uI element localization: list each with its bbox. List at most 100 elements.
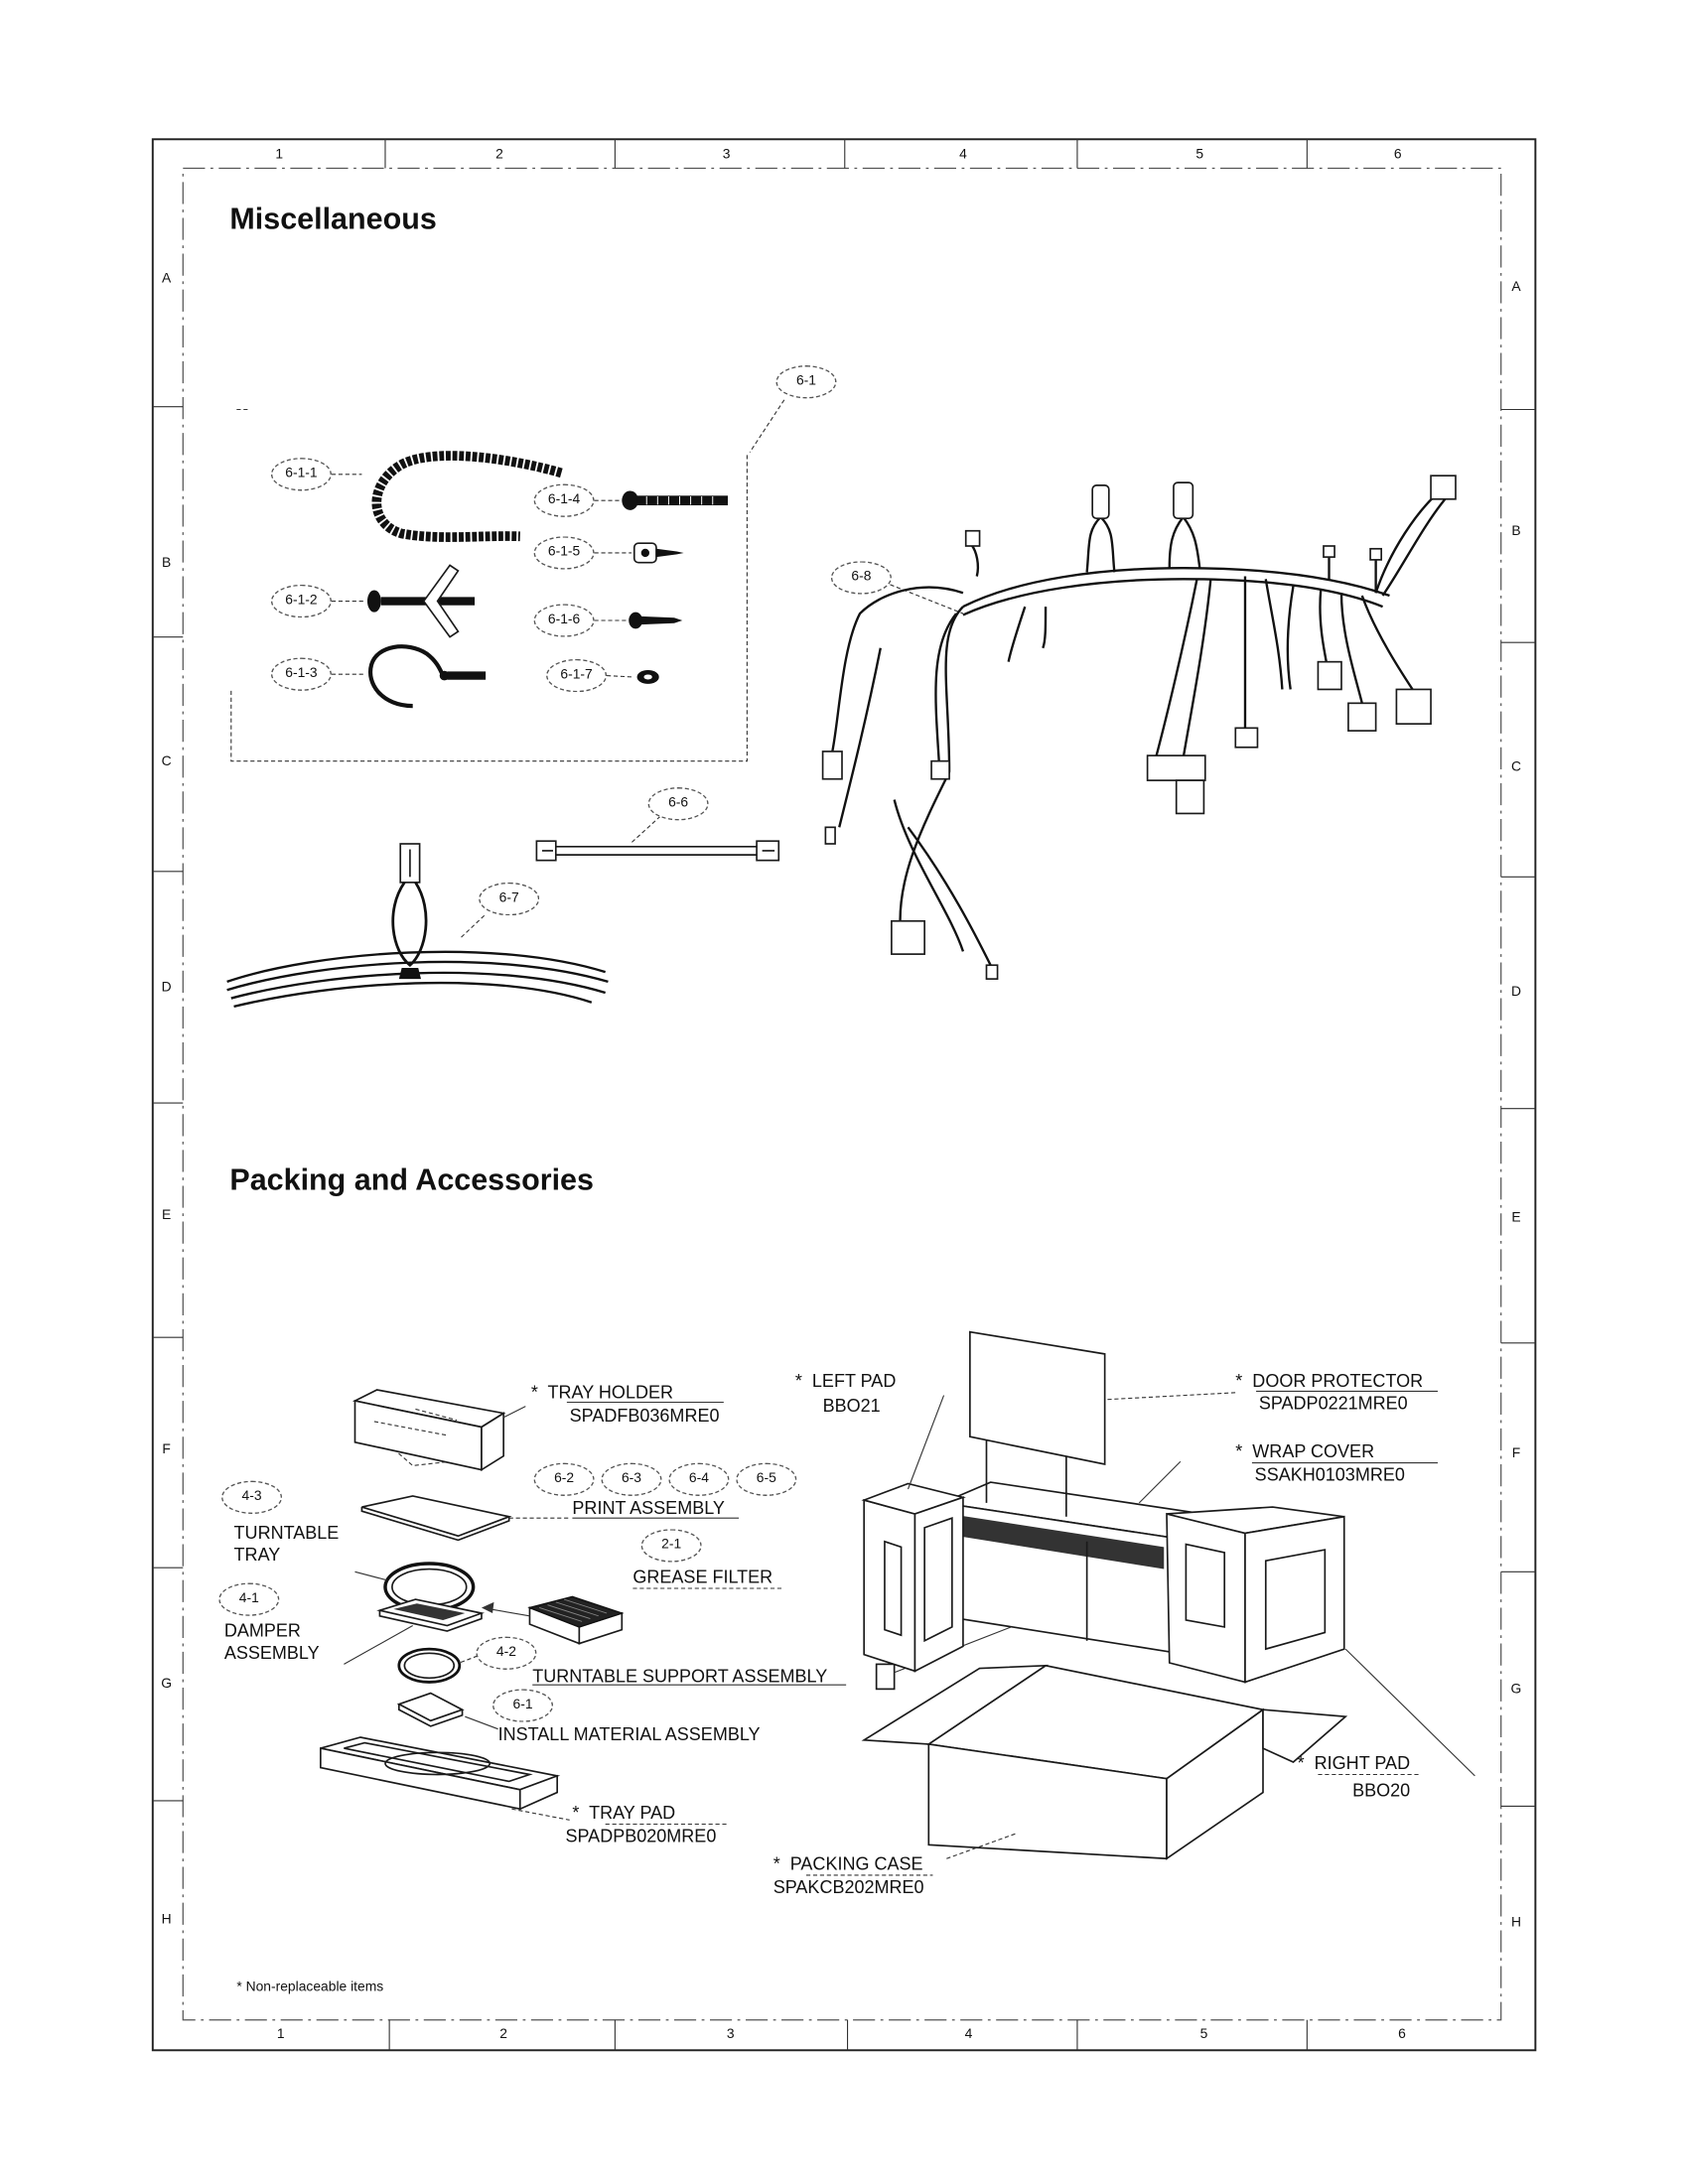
- grid-row-d-right: D: [1510, 984, 1521, 1000]
- door-protector-label: * DOOR PROTECTOR: [1235, 1370, 1424, 1392]
- right-pad-part-number: BBO20: [1352, 1780, 1411, 1801]
- part-6-8-wire-harness-shape-14: [1395, 688, 1432, 726]
- grid-col-1-top: 1: [275, 147, 284, 163]
- callout-6-2: 6-2: [533, 1462, 595, 1496]
- grid-col-3-bottom: 3: [726, 2026, 735, 2042]
- tray-pad-drawing: [320, 1736, 727, 1826]
- part-6-1-1-cable-tie: [331, 451, 563, 542]
- part-6-8-wire-harness-shape-37: [891, 919, 925, 955]
- callout-6-1-1: 6-1-1: [270, 458, 332, 491]
- turntable-tray-label-line1: TURNTABLE: [233, 1522, 340, 1544]
- damper-assembly-label-line2: ASSEMBLY: [223, 1642, 320, 1664]
- tray-holder-drawing: [351, 1389, 724, 1472]
- turntable-support-drawing-shape-5: [875, 1663, 896, 1691]
- door-protector-drawing: [969, 1330, 1438, 1517]
- turntable-support-drawing-shape-3: [459, 1655, 479, 1664]
- grease-filter-drawing-shape-6: [481, 1601, 494, 1614]
- wrap-cover-oven-drawing-shape-4: [949, 1514, 1165, 1570]
- part-6-8-wire-harness-shape-5: [934, 613, 957, 772]
- part-6-8-wire-harness-shape-26: [1175, 779, 1205, 815]
- install-material-drawing-shape-3: [465, 1715, 498, 1730]
- part-6-8-wire-harness-shape-39: [985, 964, 999, 980]
- wrap-cover-part-number: SSAKH0103MRE0: [1254, 1464, 1405, 1485]
- part-6-8-wire-harness-shape-3: [962, 578, 1383, 616]
- damper-assembly-drawing-shape-3: [393, 1603, 466, 1620]
- grid-col-1-bottom: 1: [276, 2026, 285, 2042]
- packing-case-drawing-shape-4: [861, 1664, 1049, 1745]
- packing-case-drawing-shape-5: [1262, 1708, 1348, 1763]
- part-6-8-wire-harness-shape-29: [1369, 547, 1382, 561]
- callout-6-8: 6-8: [830, 561, 892, 595]
- part-6-8-wire-harness-shape-33: [964, 529, 981, 547]
- turntable-tray-drawing-shape-3: [354, 1570, 387, 1581]
- grease-filter-drawing: [481, 1587, 782, 1645]
- part-6-8-wire-harness-shape-6: [1085, 515, 1116, 573]
- part-6-8-wire-harness-shape-30: [831, 586, 964, 752]
- callout-6-3: 6-3: [601, 1462, 662, 1496]
- right-pad-drawing: [1166, 1506, 1475, 1777]
- right-pad-drawing-shape-3: [1244, 1515, 1345, 1684]
- callout-6-1: 6-1: [775, 365, 837, 399]
- part-6-1-4-screw-shape-2: [622, 490, 638, 510]
- callout-6-1-3: 6-1-3: [270, 657, 332, 691]
- part-6-8-wire-harness-shape-12: [1430, 475, 1457, 500]
- grid-row-e-right: E: [1511, 1210, 1521, 1226]
- grid-col-3-top: 3: [722, 147, 731, 163]
- part-6-8-wire-harness-shape-38: [907, 826, 992, 966]
- part-6-1-5-anchor: [594, 542, 684, 564]
- callout-6-5: 6-5: [736, 1462, 797, 1496]
- part-6-1-3-hook: [331, 644, 487, 709]
- part-6-8-wire-harness-shape-20: [1264, 579, 1284, 690]
- turntable-support-drawing-shape-1: [397, 1647, 462, 1684]
- part-6-1-5-anchor-shape-4: [655, 548, 684, 558]
- tray-holder-part-number: SPADFB036MRE0: [569, 1405, 720, 1427]
- part-6-1-6-screw-shape-3: [640, 615, 683, 625]
- tray-pad-drawing-shape-4: [344, 1741, 533, 1783]
- callout-6-1-5: 6-1-5: [533, 536, 595, 570]
- grid-row-b-right: B: [1511, 523, 1521, 540]
- grease-filter-label: GREASE FILTER: [632, 1566, 773, 1587]
- drawing-frame-shape-1: [151, 138, 1537, 2052]
- left-pad-drawing-shape-1: [863, 1499, 916, 1673]
- left-pad-label: * LEFT PAD: [794, 1370, 897, 1392]
- damper-assembly-drawing-shape-2: [378, 1610, 483, 1632]
- grid-row-f-left: F: [162, 1441, 171, 1458]
- packing-case-drawing-shape-6: [946, 1833, 1016, 1859]
- part-6-8-wire-harness-shape-28: [1323, 545, 1335, 558]
- hardware-kit-dashed-box-shape-1: [230, 408, 748, 762]
- part-6-7-ground-wires-shape-2: [226, 950, 607, 984]
- part-6-8-wire-harness-shape-1: [890, 584, 964, 614]
- part-6-8-wire-harness-shape-25: [1146, 754, 1206, 781]
- part-6-8-wire-harness-shape-23: [1182, 579, 1212, 759]
- part-6-8-wire-harness-shape-42: [1007, 606, 1027, 662]
- wrap-cover-label: * WRAP COVER: [1235, 1440, 1375, 1462]
- tray-holder-drawing-shape-5: [373, 1408, 458, 1436]
- grid-col-6-top: 6: [1393, 147, 1402, 163]
- part-6-1-2-toggle-bolt-shape-2: [366, 590, 381, 613]
- part-6-7-ground-wires: [226, 843, 609, 1009]
- grid-row-f-right: F: [1511, 1445, 1521, 1462]
- leader-6-1: [749, 399, 785, 453]
- part-6-1-4-screw-shape-4: [645, 496, 714, 505]
- grid-col-4-top: 4: [959, 147, 967, 163]
- packing-case-drawing-shape-3: [1166, 1707, 1264, 1860]
- turntable-tray-label-line2: TRAY: [233, 1544, 281, 1566]
- part-6-8-wire-harness-shape-19: [1286, 586, 1295, 690]
- packing-case-part-number: SPAKCB202MRE0: [772, 1876, 924, 1898]
- callout-4-2: 4-2: [476, 1636, 537, 1670]
- left-pad-drawing-shape-6: [907, 1395, 945, 1490]
- part-6-8-wire-harness: [821, 475, 1457, 980]
- part-6-8-wire-harness-shape-22: [1234, 727, 1259, 749]
- print-assembly-drawing-shape-2: [360, 1507, 510, 1542]
- part-6-1-3-hook-shape-3: [439, 670, 450, 681]
- packing-case-label: * PACKING CASE: [772, 1852, 923, 1874]
- tray-pad-drawing-shape-5: [384, 1751, 491, 1776]
- grid-row-b-left: B: [162, 555, 172, 572]
- part-6-8-wire-harness-shape-40: [893, 799, 965, 952]
- part-6-8-wire-harness-shape-18: [1317, 660, 1342, 691]
- grease-filter-drawing-shape-5: [490, 1608, 530, 1617]
- hardware-kit-dashed-box: [230, 408, 748, 762]
- door-protector-part-number: SPADP0221MRE0: [1258, 1392, 1408, 1414]
- tray-pad-part-number: SPADPB020MRE0: [565, 1825, 717, 1846]
- wrap-cover-oven-drawing: [939, 1460, 1438, 1654]
